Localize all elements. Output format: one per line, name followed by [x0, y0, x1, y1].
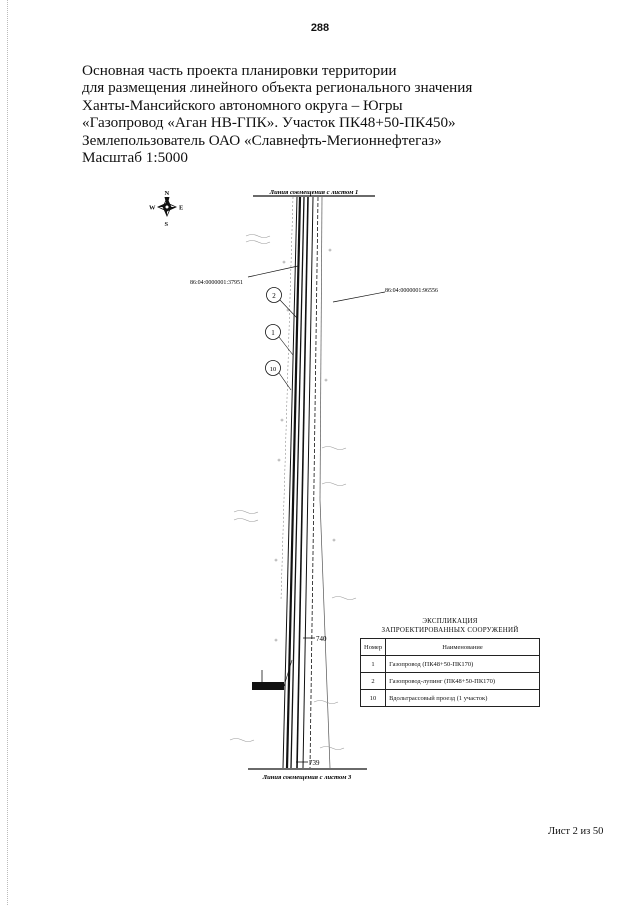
- compass-s: S: [165, 221, 169, 228]
- section-marker: [252, 659, 293, 690]
- parcel-label-right: 86:04:0000001:96556: [385, 288, 438, 294]
- picket-740: 740: [303, 635, 327, 643]
- top-match-line-label: Линия совмещения с листом 1: [269, 189, 359, 196]
- title-line-5: Землепользователь ОАО «Славнефть-Мегионн…: [82, 131, 442, 149]
- pipeline-corridor: [280, 196, 331, 769]
- bottom-match-line-label: Линия совмещения с листом 3: [262, 774, 352, 781]
- parcel-leaders: [247, 265, 386, 303]
- picket-739: 739: [296, 759, 320, 767]
- compass-w: W: [149, 205, 156, 212]
- table-header-row: Номер Наименование: [359, 638, 540, 656]
- title-line-2: для размещения линейного объекта региона…: [82, 79, 473, 97]
- parcel-label-left: 86:04:0000001:37951: [190, 280, 243, 286]
- title-line-3: Ханты-Мансийского автономного округа – Ю…: [82, 96, 403, 114]
- sheet-number: Лист 2 из 50: [548, 826, 604, 837]
- explication-title: ЭКСПЛИКАЦИЯ: [422, 617, 478, 625]
- table-row: 1 Газопровод (ПК48+50-ПК170): [359, 655, 540, 673]
- row-name: Вдольтрассовый проезд (1 участок): [385, 689, 540, 707]
- callout-1-label: 1: [271, 329, 275, 337]
- compass-rose-icon: N S W E: [149, 190, 183, 228]
- callout-10: 10: [265, 360, 292, 391]
- compass-n: N: [165, 190, 170, 197]
- page-number: 288: [310, 22, 330, 34]
- callout-2-label: 2: [272, 292, 276, 300]
- header-name: Наименование: [385, 638, 540, 656]
- explication-table: Номер Наименование 1 Газопровод (ПК48+50…: [359, 638, 540, 707]
- explication-subtitle: ЗАПРОЕКТИРОВАННЫХ СООРУЖЕНИЙ: [381, 626, 519, 634]
- row-number: 10: [359, 689, 387, 707]
- bottom-match-line: Линия совмещения с листом 3: [248, 768, 367, 781]
- callout-1: 1: [265, 324, 294, 356]
- title-line-4: «Газопровод «Аган НВ-ГПК». Участок ПК48+…: [82, 114, 456, 132]
- compass-e: E: [179, 205, 183, 212]
- title-block: Основная часть проекта планировки террит…: [82, 62, 552, 166]
- picket-739-label: 739: [309, 759, 320, 767]
- title-line-1: Основная часть проекта планировки террит…: [82, 62, 397, 79]
- row-name: Газопровод (ПК48+50-ПК170): [385, 655, 540, 673]
- title-line-6: Масштаб 1:5000: [82, 149, 188, 167]
- scan-edge: [7, 0, 9, 905]
- row-name: Газопровод-лупинг (ПК48+50-ПК170): [385, 672, 540, 690]
- top-match-line: Линия совмещения с листом 1: [253, 189, 375, 197]
- callout-10-label: 10: [270, 366, 277, 373]
- explication-block: ЭКСПЛИКАЦИЯ ЗАПРОЕКТИРОВАННЫХ СООРУЖЕНИЙ…: [359, 617, 540, 707]
- picket-740-label: 740: [316, 635, 327, 643]
- table-row: 10 Вдольтрассовый проезд (1 участок): [359, 689, 540, 707]
- row-number: 2: [359, 672, 387, 690]
- table-row: 2 Газопровод-лупинг (ПК48+50-ПК170): [359, 672, 540, 690]
- row-number: 1: [359, 655, 387, 673]
- faint-map-notes: [229, 234, 357, 750]
- callout-2: 2: [266, 287, 298, 319]
- header-number: Номер: [359, 638, 387, 656]
